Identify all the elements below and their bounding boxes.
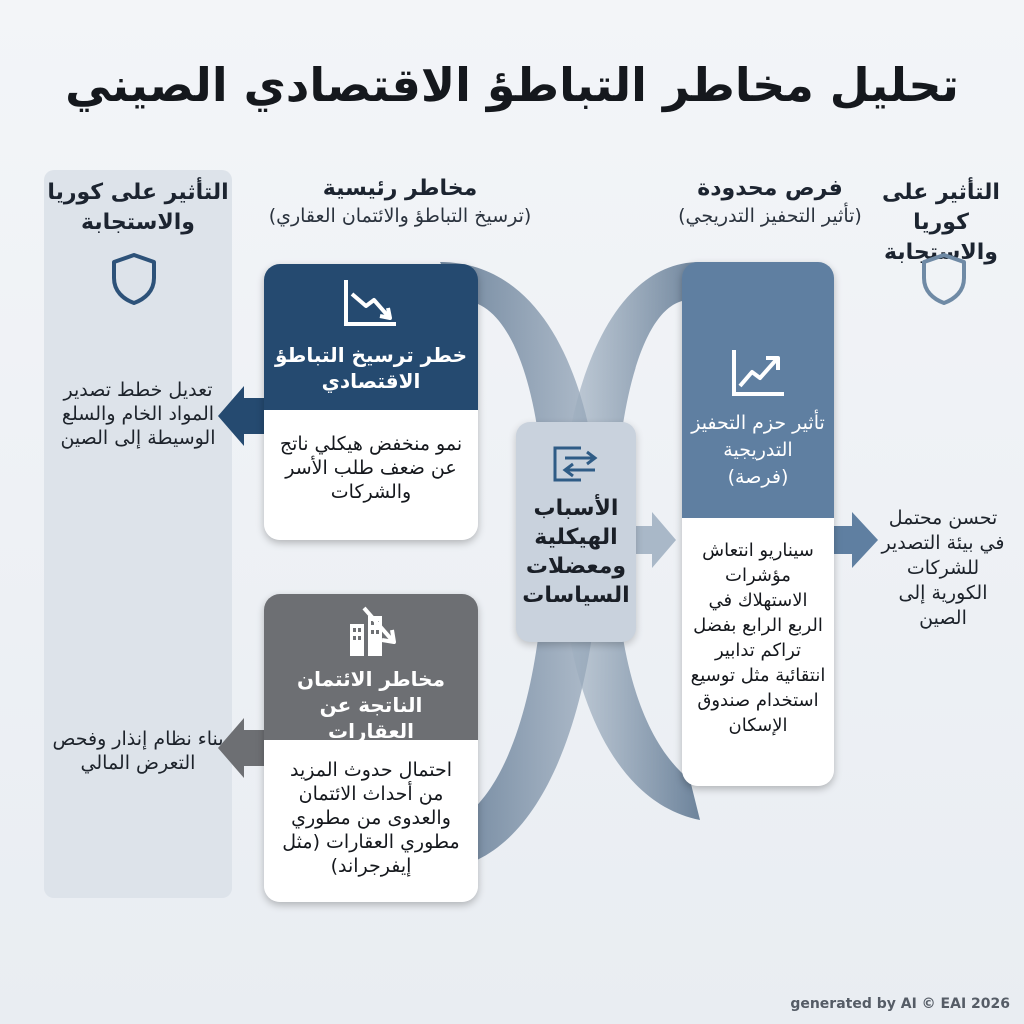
opportunities-subtitle: (تأثير التحفيز التدريجي) bbox=[678, 205, 862, 227]
building-down-icon bbox=[350, 606, 396, 656]
footer-credit: generated by AI © EAI 2026 bbox=[790, 996, 1010, 1012]
risk-card-credit-title: مخاطر الائتمان الناتجة عن العقارات bbox=[297, 667, 445, 743]
main-risks-heading: مخاطر رئيسية (ترسيخ التباطؤ والائتمان ال… bbox=[250, 176, 550, 227]
left-impact-heading: التأثير على كوريا والاستجابة bbox=[47, 180, 229, 235]
risk-card-credit-body: احتمال حدوث المزيد من أحداث الائتمان وال… bbox=[264, 740, 478, 902]
arrows-exchange-icon bbox=[553, 446, 598, 482]
risk-card-slowdown-title: خطر ترسيخ التباطؤ الاقتصادي bbox=[274, 343, 468, 393]
shield-icon bbox=[922, 253, 966, 305]
opportunity-card-title: تأثير حزم التحفيز التدريجية (فرصة) bbox=[691, 412, 825, 488]
left-impact-panel bbox=[44, 170, 232, 898]
risk-card-credit: مخاطر الائتمان الناتجة عن العقارات احتما… bbox=[264, 594, 478, 902]
risk-card-slowdown: خطر ترسيخ التباطؤ الاقتصادي نمو منخفض هي… bbox=[264, 264, 478, 540]
main-risks-title: مخاطر رئيسية bbox=[322, 176, 478, 201]
page-title: تحليل مخاطر التباطؤ الاقتصادي الصيني bbox=[65, 58, 959, 112]
opportunity-card-header: تأثير حزم التحفيز التدريجية (فرصة) bbox=[682, 262, 834, 518]
risk-card-slowdown-header: خطر ترسيخ التباطؤ الاقتصادي bbox=[264, 264, 478, 410]
main-risks-subtitle: (ترسيخ التباطؤ والائتمان العقاري) bbox=[268, 205, 532, 227]
risk-card-slowdown-body: نمو منخفض هيكلي ناتج عن ضعف طلب الأسر وا… bbox=[264, 410, 478, 540]
right-action-text: تحسن محتمل في بيئة التصدير للشركات الكور… bbox=[881, 507, 1005, 629]
opportunity-card-body: سيناريو انتعاش مؤشرات الاستهلاك في الربع… bbox=[682, 518, 834, 786]
trend-down-icon bbox=[344, 280, 396, 326]
trend-up-icon bbox=[732, 350, 784, 396]
left-action-text-1: تعديل خطط تصدير المواد الخام والسلع الوس… bbox=[60, 379, 216, 449]
opportunities-title: فرص محدودة bbox=[697, 176, 843, 201]
opportunity-card: تأثير حزم التحفيز التدريجية (فرصة) سينار… bbox=[682, 262, 834, 786]
right-impact-heading: التأثير على كوريا والاستجابة bbox=[882, 180, 1000, 265]
shield-icon bbox=[112, 253, 156, 305]
left-action-text-2: بناء نظام إنذار وفحص التعرض المالي bbox=[52, 728, 224, 774]
center-causes-label: الأسباب الهيكلية ومعضلات السياسات bbox=[522, 496, 630, 608]
risk-card-credit-header: مخاطر الائتمان الناتجة عن العقارات bbox=[264, 594, 478, 743]
center-causes-box: الأسباب الهيكلية ومعضلات السياسات bbox=[516, 422, 636, 642]
opportunities-heading: فرص محدودة (تأثير التحفيز التدريجي) bbox=[620, 176, 920, 227]
